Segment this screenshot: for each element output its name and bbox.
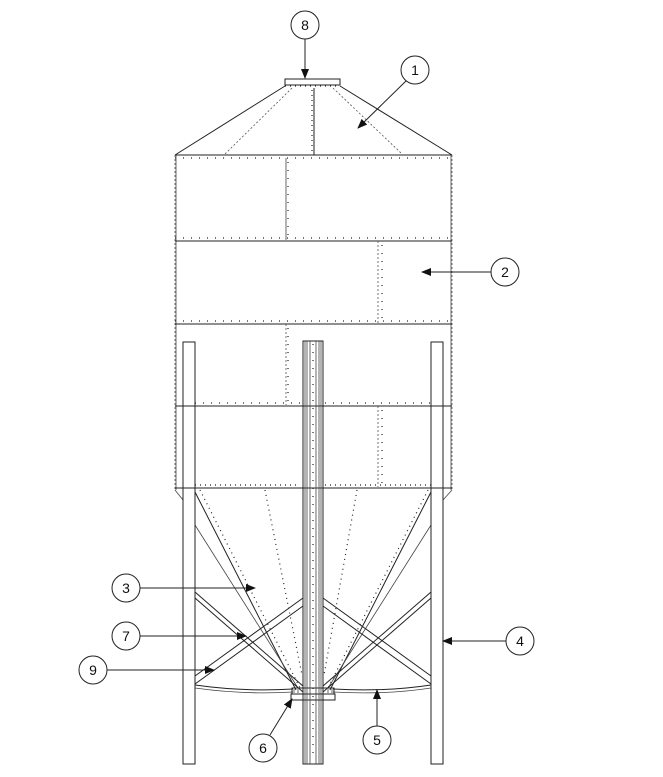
leg-right <box>430 341 444 765</box>
callout-5: 5 <box>362 689 392 755</box>
svg-text:4: 4 <box>516 633 524 649</box>
cross-braces <box>194 591 432 694</box>
roof-cap <box>284 78 341 86</box>
svg-text:8: 8 <box>301 17 309 33</box>
callout-8: 8 <box>290 10 320 79</box>
leg-left <box>182 341 196 765</box>
svg-text:9: 9 <box>89 662 97 678</box>
callout-9: 9 <box>78 655 215 685</box>
svg-text:1: 1 <box>411 62 419 78</box>
center-column <box>302 340 324 765</box>
svg-text:5: 5 <box>373 732 381 748</box>
callout-1: 1 <box>357 55 430 129</box>
svg-text:7: 7 <box>122 628 130 644</box>
discharge-outlet <box>290 687 336 701</box>
silo-wall <box>174 154 453 501</box>
callout-6: 6 <box>248 698 293 763</box>
svg-text:2: 2 <box>501 264 509 280</box>
callout-4: 4 <box>442 626 535 656</box>
svg-text:3: 3 <box>122 580 130 596</box>
callout-3: 3 <box>111 573 256 603</box>
svg-text:6: 6 <box>259 740 267 756</box>
callout-2: 2 <box>421 257 520 287</box>
roof <box>174 78 453 156</box>
callout-7: 7 <box>111 621 247 651</box>
legs <box>182 341 444 765</box>
ring-tie <box>194 684 294 691</box>
